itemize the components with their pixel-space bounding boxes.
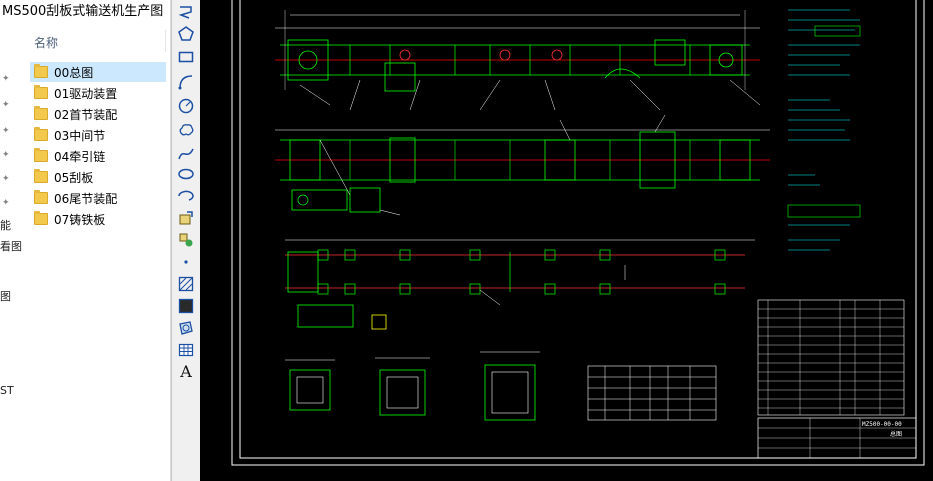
plan-view <box>275 114 770 216</box>
folder-label: 01驱动装置 <box>54 86 118 101</box>
folder-item[interactable]: 00总图 <box>30 62 166 82</box>
pin-icon[interactable]: ✦ <box>2 74 10 84</box>
folder-label: 02首节装配 <box>54 107 118 122</box>
drawing-number: MZ500-00-00 <box>862 421 902 428</box>
spline-icon[interactable] <box>175 144 197 164</box>
folder-item[interactable]: 06尾节装配 <box>30 188 166 208</box>
ellipse-arc-icon[interactable] <box>175 186 197 206</box>
pin-icon[interactable]: ✦ <box>2 174 10 184</box>
folder-icon <box>34 127 48 141</box>
polygon-icon[interactable] <box>175 24 197 44</box>
folder-icon <box>34 211 48 225</box>
sheet-name: 总图 <box>890 430 902 438</box>
folder-icon <box>34 85 48 99</box>
quick-access-label[interactable]: 图 <box>0 290 11 303</box>
draw-toolbar: A <box>171 0 201 481</box>
drawing-frame <box>231 0 925 466</box>
text-tool-label: A <box>180 361 192 381</box>
rectangle-icon[interactable] <box>175 47 197 67</box>
pin-icon[interactable]: ✦ <box>2 198 10 208</box>
file-explorer: MS500刮板式输送机生产图 名称 ✦ ✦ ✦ ✦ ✦ ✦ 能 看图 图 ST … <box>0 0 171 481</box>
folder-icon <box>34 190 48 204</box>
folder-label: 04牵引链 <box>54 149 106 164</box>
arc-icon[interactable] <box>175 72 197 92</box>
folder-icon <box>34 64 48 78</box>
folder-item[interactable]: 01驱动装置 <box>30 83 166 103</box>
region-icon[interactable] <box>175 318 197 338</box>
folder-item[interactable]: 03中间节 <box>30 125 166 145</box>
folder-icon <box>34 169 48 183</box>
folder-label: 03中间节 <box>54 128 106 143</box>
pin-icon[interactable]: ✦ <box>2 126 10 136</box>
hatch-icon[interactable] <box>175 274 197 294</box>
column-separator[interactable] <box>165 30 166 52</box>
pin-icon[interactable]: ✦ <box>2 150 10 160</box>
parts-list-main <box>757 299 905 416</box>
folder-label: 00总图 <box>54 65 94 80</box>
text-icon[interactable]: A <box>175 361 197 381</box>
folder-icon <box>34 148 48 162</box>
drawing-canvas[interactable]: MZ500-00-00 总图 <box>200 0 933 481</box>
window-title: MS500刮板式输送机生产图 <box>2 4 164 19</box>
parts-list-small <box>587 365 717 421</box>
insert-block-icon[interactable] <box>175 208 197 228</box>
polyline-icon[interactable] <box>175 2 197 22</box>
folder-item[interactable]: 04牵引链 <box>30 146 166 166</box>
inner-frame <box>239 0 917 459</box>
folder-label: 07铸铁板 <box>54 212 106 227</box>
quick-access-strip: ✦ ✦ ✦ ✦ ✦ ✦ 能 看图 图 ST <box>0 60 22 481</box>
folder-label: 05刮板 <box>54 170 94 185</box>
circle-icon[interactable] <box>175 96 197 116</box>
column-header-name[interactable]: 名称 <box>34 36 59 50</box>
elevation-view <box>275 10 761 111</box>
point-icon[interactable] <box>175 252 197 272</box>
table-icon[interactable] <box>175 340 197 360</box>
section-details <box>285 351 540 421</box>
technical-notes <box>787 9 861 251</box>
drawing-svg: MZ500-00-00 总图 <box>231 0 925 466</box>
revision-cloud-icon[interactable] <box>175 120 197 140</box>
quick-access-label[interactable]: 看图 <box>0 240 22 253</box>
gradient-icon[interactable] <box>175 296 197 316</box>
folder-item[interactable]: 02首节装配 <box>30 104 166 124</box>
make-block-icon[interactable] <box>175 230 197 250</box>
title-block: MZ500-00-00 总图 <box>757 417 917 459</box>
quick-access-label[interactable]: ST <box>0 384 14 397</box>
quick-access-label[interactable]: 能 <box>0 219 11 232</box>
folder-item[interactable]: 05刮板 <box>30 167 166 187</box>
folder-label: 06尾节装配 <box>54 191 118 206</box>
foundation-view <box>285 239 755 330</box>
ellipse-icon[interactable] <box>175 164 197 184</box>
folder-item[interactable]: 07铸铁板 <box>30 209 166 229</box>
pin-icon[interactable]: ✦ <box>2 100 10 110</box>
folder-icon <box>34 106 48 120</box>
